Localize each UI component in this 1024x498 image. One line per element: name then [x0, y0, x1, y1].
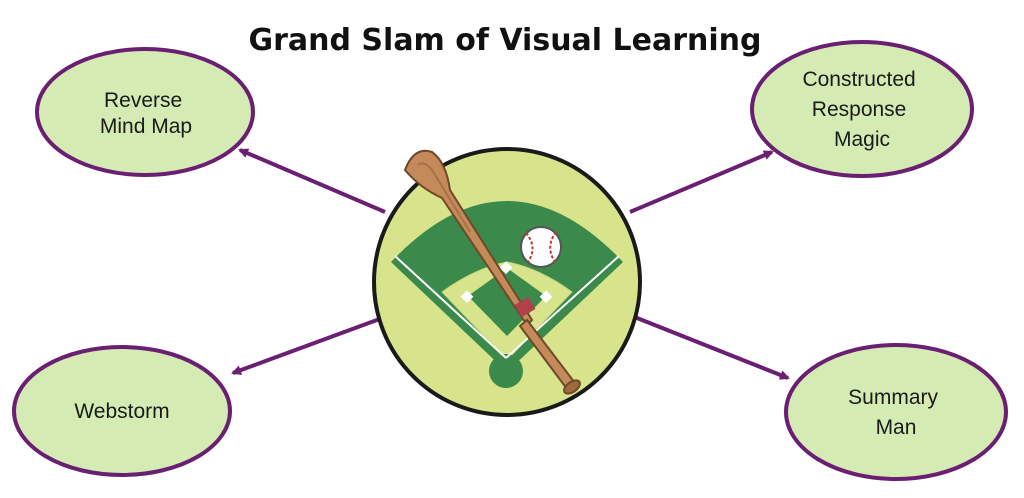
node-label-line: Man	[876, 416, 917, 439]
node-label-line: Constructed	[802, 68, 915, 91]
node-label: Constructed Response Magic	[802, 68, 921, 151]
node-summary-man: Summary Man	[784, 343, 1008, 481]
node-label-line: Reverse	[104, 89, 182, 112]
node-label-line: Magic	[834, 128, 890, 151]
node-constructed-response-magic: Constructed Response Magic	[750, 40, 974, 178]
node-label: Webstorm	[74, 400, 169, 423]
node-label-line: Mind Map	[100, 115, 192, 138]
node-reverse-mind-map: Reverse Mind Map	[35, 47, 255, 177]
node-label: Reverse Mind Map	[100, 89, 192, 138]
baseball-icon	[520, 226, 562, 268]
node-label-line: Summary	[848, 386, 938, 409]
node-webstorm: Webstorm	[12, 345, 232, 477]
connector-arrows	[231, 148, 790, 380]
node-label-line: Webstorm	[74, 400, 169, 423]
arrow-to-top-right	[629, 150, 774, 214]
arrow-to-top-left	[238, 148, 386, 214]
arrow-to-bottom-left	[231, 315, 386, 375]
node-label: Summary Man	[848, 386, 944, 439]
diagram-title: Grand Slam of Visual Learning	[248, 23, 761, 58]
arrow-to-bottom-right	[631, 314, 790, 380]
node-label-line: Response	[812, 98, 907, 121]
baseball-bat-icon	[403, 149, 581, 395]
